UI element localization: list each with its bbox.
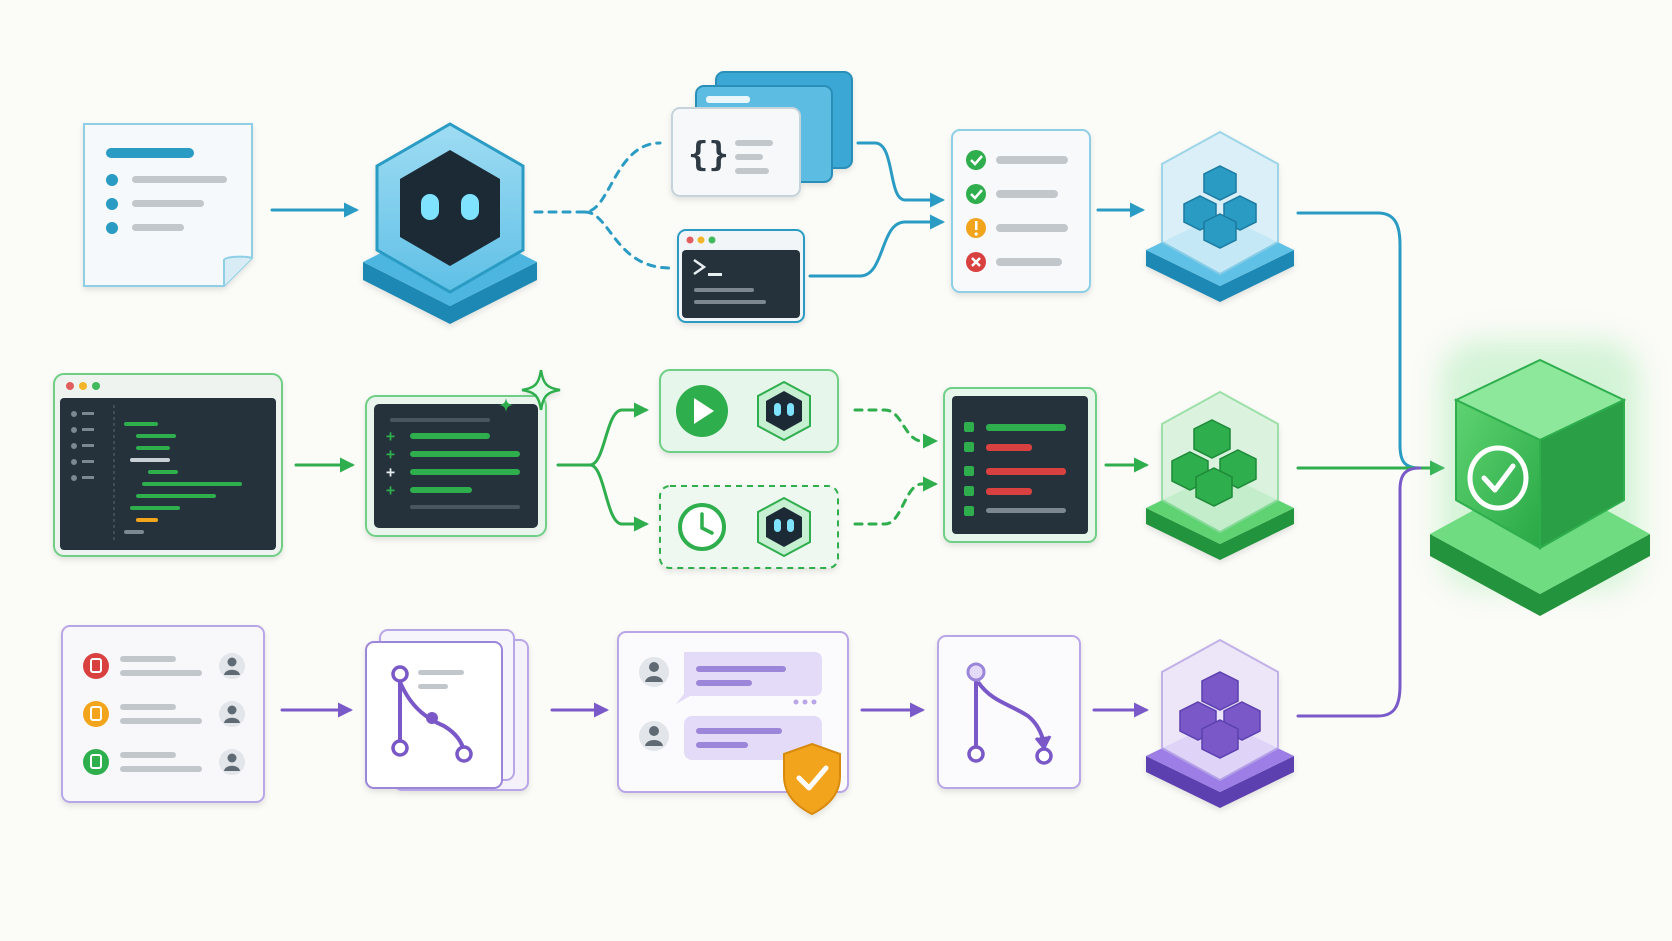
dashed-branch-agent-to-terminal [583,210,672,270]
ai-agent-hexagon-icon [363,122,537,324]
avatar [219,701,245,727]
avatar [219,653,245,679]
dashed-branch-agent-to-code [533,141,662,214]
svg-text:+: + [386,427,395,445]
scheduled-agent-card-icon [659,485,839,569]
test-results-checklist-icon [951,129,1091,293]
check-success-icon [966,150,986,170]
artifact-cubes-icon [1146,638,1294,808]
spec-document-icon [83,123,253,287]
code-editor-window-icon [53,373,283,557]
dashed-run-card-to-log [853,408,938,449]
error-x-icon [966,252,986,272]
svg-text:+: + [386,481,395,499]
issue-amber-icon [83,701,109,727]
merge-branch-icon [937,635,1081,789]
clock-icon [678,503,726,551]
check-circle-icon [1467,445,1529,511]
svg-text:+: + [386,445,395,463]
line-top-cubes-to-final [1296,211,1445,476]
arrow-diff-to-run-card [556,402,649,467]
code-diff-sparkle-icon: + + + + [365,369,561,537]
sparkle-icon [499,369,561,412]
run-agent-card-icon [659,369,839,453]
connectors [270,141,1445,718]
avatar [639,657,669,687]
play-icon [676,385,728,437]
artifact-cubes-icon [1146,130,1294,302]
svg-text:+: + [386,463,395,481]
shield-check-icon [783,742,841,816]
avatar [219,749,245,775]
arrow-terminal-to-checklist [808,214,945,278]
branch-graph-stack-icon [365,629,529,791]
issue-red-icon [83,653,109,679]
dashed-scheduled-card-to-log [853,476,938,526]
terminal-window-icon [677,229,805,323]
check-success-icon [966,184,986,204]
artifact-cubes-icon [1146,390,1294,560]
line-bottom-cubes-to-final [1296,466,1422,718]
arrow-code-to-checklist [856,141,945,208]
build-log-screen-icon [943,387,1097,543]
svg-text:{}: {} [688,135,729,175]
issue-list-icon [61,625,265,803]
issue-green-icon [83,749,109,775]
avatar [639,721,669,751]
review-comments-icon [617,631,849,816]
warning-icon [966,218,986,238]
code-files-stack-icon: {} [671,71,853,197]
agent-hexagon-icon [757,380,811,442]
arrow-diff-to-scheduled-card [588,463,649,532]
agent-hexagon-icon [757,496,811,558]
verified-deploy-cube-icon [1430,340,1650,616]
